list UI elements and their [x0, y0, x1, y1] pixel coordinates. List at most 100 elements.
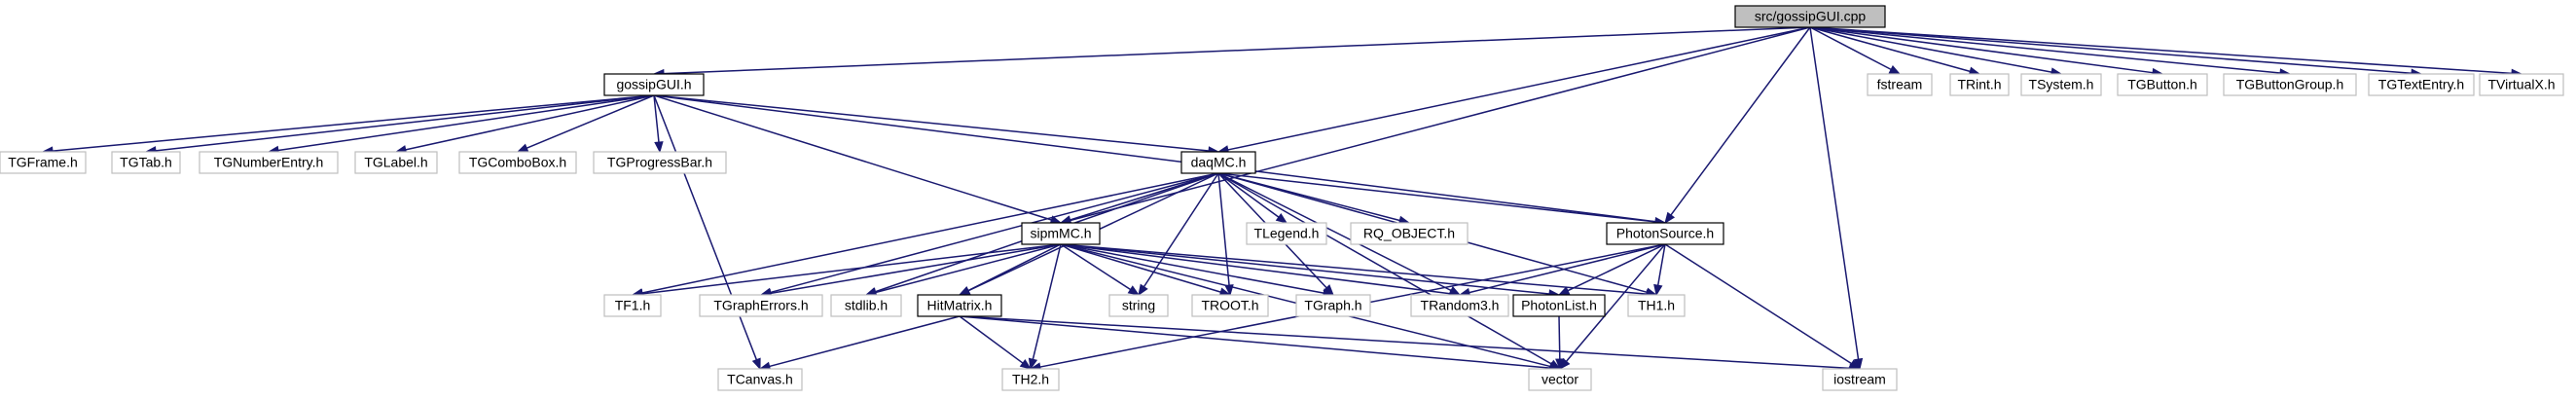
- node-gossipgui_h[interactable]: gossipGUI.h: [603, 73, 705, 96]
- node-label: TRint.h: [1957, 77, 2001, 92]
- edge-hitmatrix_h-to-vector: [959, 315, 1562, 373]
- edge-gossipgui_cpp-to-tvirtualx_h: [1809, 26, 2523, 79]
- node-label: TGFrame.h: [8, 155, 78, 170]
- edge-line: [653, 94, 660, 143]
- edge-line: [653, 94, 1052, 221]
- edge-arrowhead: [1853, 357, 1864, 371]
- edge-line: [641, 243, 1062, 295]
- node-box: [1246, 222, 1327, 245]
- node-photonlist_h[interactable]: PhotonList.h: [1512, 294, 1606, 317]
- node-box: [2020, 73, 2102, 96]
- edge-line: [1060, 243, 1221, 293]
- node-tglabel_h: TGLabel.h: [354, 151, 438, 174]
- edge-line: [875, 243, 1062, 294]
- edge-line: [1567, 243, 1666, 292]
- edge-line: [1809, 26, 1860, 360]
- node-tgframe_h: TGFrame.h: [0, 151, 87, 174]
- node-iostream: iostream: [1822, 368, 1898, 391]
- node-label: TVirtualX.h: [2488, 77, 2556, 92]
- edge-sipmmc_h-to-th2_h: [1028, 243, 1062, 371]
- edge-line: [653, 94, 758, 360]
- node-tcanvas_h: TCanvas.h: [717, 368, 803, 391]
- edge-line: [770, 243, 1062, 295]
- node-box: [1822, 368, 1898, 391]
- node-tgrapherrors_h: TGraphErrors.h: [699, 294, 823, 317]
- node-label: TGButtonGroup.h: [2236, 77, 2344, 92]
- edge-line: [653, 94, 1656, 223]
- node-stdlib_h: stdlib.h: [830, 294, 902, 317]
- edge-gossipgui_cpp-to-iostream: [1809, 26, 1864, 371]
- node-label: TGTextEntry.h: [2378, 77, 2464, 92]
- node-box: [593, 151, 727, 174]
- edge-line: [405, 94, 655, 151]
- node-rq_object_h: RQ_OBJECT.h: [1350, 222, 1469, 245]
- node-box[interactable]: [1734, 5, 1886, 28]
- edge-gossipgui_cpp-to-photonsource_h: [1664, 26, 1811, 225]
- node-photonsource_h[interactable]: PhotonSource.h: [1606, 222, 1724, 245]
- edge-daqmc_h-to-troot_h: [1217, 172, 1234, 297]
- node-tgcombobox_h: TGComboBox.h: [458, 151, 577, 174]
- edge-daqmc_h-to-photonsource_h: [1217, 172, 1667, 227]
- edge-line: [155, 94, 655, 152]
- node-th1_h: TH1.h: [1627, 294, 1686, 317]
- node-box: [1410, 294, 1509, 317]
- edge-line: [1664, 243, 1852, 365]
- node-label: TROOT.h: [1201, 298, 1258, 313]
- edge-arrowhead: [1028, 357, 1038, 371]
- node-label: iostream: [1833, 372, 1886, 387]
- edge-line: [769, 315, 961, 368]
- node-tsystem_h: TSystem.h: [2020, 73, 2102, 96]
- edge-line: [1217, 172, 1230, 286]
- node-gossipgui_cpp[interactable]: src/gossipGUI.cpp: [1734, 5, 1886, 28]
- edge-line: [1217, 172, 1452, 292]
- node-tvirtualx_h: TVirtualX.h: [2479, 73, 2564, 96]
- edge-daqmc_h-to-tf1_h: [631, 172, 1219, 298]
- edge-line: [1060, 243, 1648, 295]
- edge-line: [1227, 26, 1811, 151]
- edge-line: [1565, 243, 1666, 362]
- edge-line: [1032, 243, 1062, 360]
- edge-arrowhead: [1557, 286, 1571, 296]
- edge-photonsource_h-to-iostream: [1664, 243, 1862, 370]
- node-box[interactable]: [917, 294, 1002, 317]
- edge-line: [526, 94, 655, 149]
- node-label: src/gossipGUI.cpp: [1755, 9, 1867, 24]
- node-tgprogressbar_h: TGProgressBar.h: [593, 151, 727, 174]
- edge-sipmmc_h-to-trandom3_h: [1060, 243, 1462, 299]
- edge-gossipgui_h-to-tgtab_h: [144, 94, 655, 156]
- edge-line: [1060, 243, 1550, 295]
- node-sipmmc_h[interactable]: sipmMC.h: [1021, 222, 1101, 245]
- edge-gossipgui_cpp-to-tgbuttongroup_h: [1809, 26, 2292, 78]
- node-box[interactable]: [1180, 151, 1256, 174]
- edge-line: [1060, 243, 1132, 291]
- edge-line: [959, 315, 1024, 364]
- node-box: [199, 151, 339, 174]
- node-label: TCanvas.h: [727, 372, 793, 387]
- edge-line: [1670, 26, 1811, 216]
- node-label: gossipGUI.h: [616, 77, 691, 92]
- edge-gossipgui_cpp-to-daqmc_h: [1216, 26, 1811, 155]
- edge-gossipgui_h-to-tcanvas_h: [653, 94, 761, 371]
- node-box: [1627, 294, 1686, 317]
- node-box[interactable]: [1606, 222, 1724, 245]
- edge-gossipgui_h-to-tgprogressbar_h: [653, 94, 664, 154]
- node-box[interactable]: [603, 73, 705, 96]
- node-hitmatrix_h[interactable]: HitMatrix.h: [917, 294, 1002, 317]
- node-box[interactable]: [1512, 294, 1606, 317]
- edge-arrowhead: [1888, 64, 1902, 75]
- node-daqmc_h[interactable]: daqMC.h: [1180, 151, 1256, 174]
- node-label: TH1.h: [1638, 298, 1675, 313]
- edge-line: [1809, 26, 1971, 73]
- node-box[interactable]: [1021, 222, 1101, 245]
- edge-line: [1809, 26, 2413, 74]
- node-label: string: [1122, 298, 1155, 313]
- edge-line: [1656, 243, 1666, 286]
- node-label: RQ_OBJECT.h: [1363, 226, 1455, 241]
- node-fstream: fstream: [1867, 73, 1933, 96]
- edge-line: [1217, 172, 1656, 223]
- edge-sipmmc_h-to-tgrapherrors_h: [759, 243, 1062, 298]
- node-label: TLegend.h: [1254, 226, 1320, 241]
- edge-arrowhead: [751, 357, 761, 371]
- edge-hitmatrix_h-to-iostream: [959, 315, 1862, 374]
- node-box: [1350, 222, 1469, 245]
